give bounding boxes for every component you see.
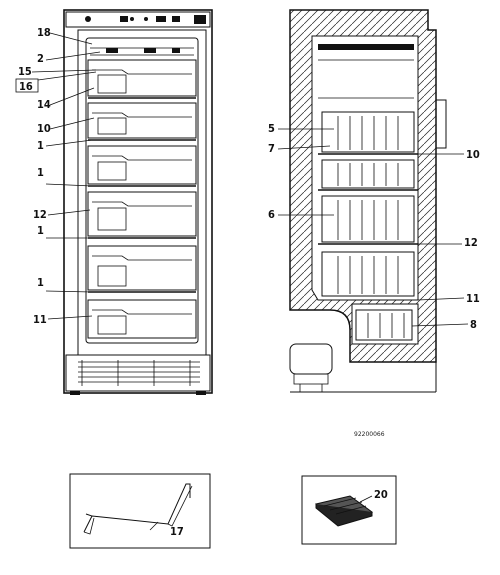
foot [196, 391, 206, 395]
callout-label: 12 [464, 236, 478, 249]
drawer [87, 59, 197, 99]
callout-label: 8 [470, 318, 477, 331]
callout-label: 12 [33, 208, 47, 221]
indicator [156, 16, 166, 22]
drawer [87, 102, 197, 141]
shelf-rail [83, 483, 191, 533]
side-view: 5 7 10 6 12 11 8 [268, 9, 480, 393]
top-flap [106, 48, 118, 53]
top-flap [144, 48, 156, 53]
callout-label: 6 [268, 208, 275, 221]
control-knob [130, 17, 134, 21]
compressor [289, 343, 333, 392]
callout-label: 1 [37, 224, 44, 237]
side-drawer [318, 159, 418, 191]
front-callouts: 18 2 15 16 14 10 1 1 12 1 1 11 [15, 26, 101, 326]
callout-label: 11 [33, 313, 47, 326]
accessory-panel-17: 17 [69, 473, 211, 549]
callout-label: 11 [466, 292, 480, 305]
side-drawer [355, 309, 413, 341]
accessory-label: 20 [374, 488, 388, 501]
indicator [120, 16, 128, 22]
lower-cavity [351, 303, 419, 345]
callout-label: 1 [37, 166, 44, 179]
door-frame [85, 37, 199, 344]
callout-label: 5 [268, 122, 275, 135]
side-drawer [318, 111, 418, 155]
callout-label: 1 [37, 276, 44, 289]
callout-label: 10 [466, 148, 480, 161]
front-cabinet [63, 9, 213, 394]
ice-tray [314, 495, 374, 527]
front-view: 18 2 15 16 14 10 1 1 12 1 1 11 [15, 9, 213, 395]
inner-cavity [311, 35, 419, 301]
callout-box [15, 78, 39, 93]
diagram-code: 92200066 [354, 431, 385, 438]
drawer [87, 145, 197, 187]
side-drawer [321, 251, 415, 297]
door-handle [435, 99, 447, 149]
accessory-label: 17 [170, 525, 184, 538]
accessory-panel-20: 20 [301, 475, 397, 545]
indicator [194, 15, 206, 24]
control-knob [144, 17, 148, 21]
drawer [87, 299, 197, 339]
side-callouts: 5 7 10 6 12 11 8 [268, 122, 480, 331]
indicator [172, 16, 180, 22]
top-evaporator [318, 44, 414, 50]
drawer [87, 245, 197, 293]
side-drawer [318, 195, 418, 245]
callout-label: 18 [37, 26, 51, 39]
control-panel [65, 11, 211, 28]
callout-label: 10 [37, 122, 51, 135]
plinth [65, 354, 211, 392]
control-knob [85, 16, 91, 22]
foot [70, 391, 80, 395]
callout-label: 14 [37, 98, 51, 111]
callout-label: 7 [268, 142, 275, 155]
callout-label: 1 [37, 139, 44, 152]
drawer [87, 191, 197, 239]
callout-label: 16 [19, 80, 33, 93]
callout-label: 2 [37, 52, 44, 65]
ventilation-grille [78, 360, 200, 386]
top-flap [172, 48, 180, 53]
callout-label: 15 [18, 65, 32, 78]
